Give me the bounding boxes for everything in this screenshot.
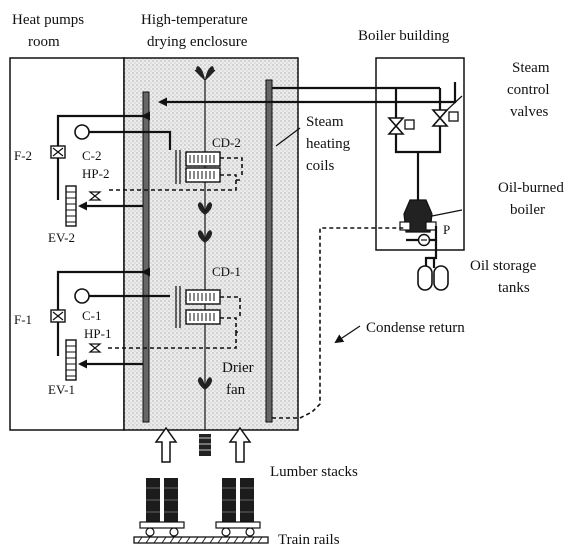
cd1-liquid-line xyxy=(106,296,241,349)
lumber-stack-left xyxy=(139,478,185,537)
f2-label: F-2 xyxy=(14,148,32,163)
train-rails xyxy=(133,536,269,544)
boiler-building xyxy=(375,57,465,251)
svg-text:control: control xyxy=(507,82,550,98)
svg-text:Oil-burned: Oil-burned xyxy=(498,180,564,196)
hp1-return-air xyxy=(56,267,150,296)
svg-text:Drier: Drier xyxy=(222,360,254,376)
heat-pumps-room-title: Heat pumps room xyxy=(12,12,84,50)
drying-enclosure-title: High-temperature drying enclosure xyxy=(141,12,248,50)
compressor-c1 xyxy=(74,288,90,304)
hp2-label: HP-2 xyxy=(82,166,109,181)
drier-fan-label: Drier fan xyxy=(222,360,254,398)
steam-control-leader xyxy=(446,95,463,111)
condense-return-leader xyxy=(334,325,361,344)
oil-storage-tanks xyxy=(417,265,449,291)
f1-label: F-1 xyxy=(14,312,32,327)
oil-tank-manifold xyxy=(424,240,438,268)
cd2-label: CD-2 xyxy=(212,135,241,150)
compressor-c2 xyxy=(74,124,90,140)
steam-control-valve-right xyxy=(380,86,459,154)
drier-fan-lower xyxy=(197,377,213,390)
cd2-liquid-line xyxy=(106,157,243,191)
oil-burned-boiler xyxy=(399,199,437,233)
drier-fan-top xyxy=(194,66,216,92)
oil-storage-tanks-label: Oil storage tanks xyxy=(470,258,537,296)
steam-control-valves-label: Steam control valves xyxy=(507,60,550,120)
steam-control-valve-left xyxy=(387,88,418,154)
lumber-stacks-label: Lumber stacks xyxy=(270,464,358,480)
oil-pump xyxy=(417,233,431,247)
steam-heating-coils-leader xyxy=(275,127,301,147)
ev1-label: EV-1 xyxy=(48,382,75,397)
steam-heating-coils-label: Steam heating coils xyxy=(306,114,351,174)
oil-burned-boiler-label: Oil-burned boiler xyxy=(498,180,564,218)
ev2-label: EV-2 xyxy=(48,230,75,245)
svg-text:Oil storage: Oil storage xyxy=(470,258,537,274)
boiler-building-title: Boiler building xyxy=(358,28,450,44)
condenser-cd1 xyxy=(175,286,221,328)
hp2-return-air xyxy=(56,111,150,132)
pump-p-label: P xyxy=(443,222,450,237)
expansion-valve-hp2 xyxy=(88,191,102,201)
fan-motor xyxy=(197,434,213,456)
airflow-arrow-right xyxy=(228,426,252,463)
c2-label: C-2 xyxy=(82,148,102,163)
condenser-cd2 xyxy=(175,150,221,184)
lumber-stack-right xyxy=(215,478,261,537)
cd1-label: CD-1 xyxy=(212,264,241,279)
svg-text:room: room xyxy=(28,34,60,50)
svg-text:tanks: tanks xyxy=(498,280,530,296)
airflow-arrow-left xyxy=(154,426,178,463)
drier-fan-upper xyxy=(197,202,213,215)
evaporator-ev1 xyxy=(65,339,77,381)
evaporator-ev2 xyxy=(65,185,77,227)
svg-text:High-temperature: High-temperature xyxy=(141,12,248,28)
drier-fan-mid xyxy=(197,230,213,243)
hp1-label: HP-1 xyxy=(84,326,111,341)
svg-text:boiler: boiler xyxy=(510,202,545,218)
fan-f1 xyxy=(50,309,66,323)
svg-text:coils: coils xyxy=(306,158,334,174)
svg-text:fan: fan xyxy=(226,382,246,398)
svg-text:valves: valves xyxy=(510,104,548,120)
condense-return-line xyxy=(272,227,406,419)
condense-return-label: Condense return xyxy=(366,320,465,336)
svg-text:drying enclosure: drying enclosure xyxy=(147,34,248,50)
oil-boiler-leader xyxy=(431,209,463,217)
steam-supply-line xyxy=(158,82,457,107)
svg-text:Steam: Steam xyxy=(306,114,344,130)
hp2-hot-gas-line xyxy=(78,130,172,150)
svg-text:Steam: Steam xyxy=(512,60,550,76)
fan-f2 xyxy=(50,145,66,159)
svg-text:heating: heating xyxy=(306,136,351,152)
train-rails-label: Train rails xyxy=(278,532,340,548)
right-steam-header xyxy=(265,79,273,423)
left-steam-header xyxy=(142,91,150,423)
c1-label: C-1 xyxy=(82,308,102,323)
svg-text:Heat pumps: Heat pumps xyxy=(12,12,84,28)
expansion-valve-hp1 xyxy=(88,343,102,353)
